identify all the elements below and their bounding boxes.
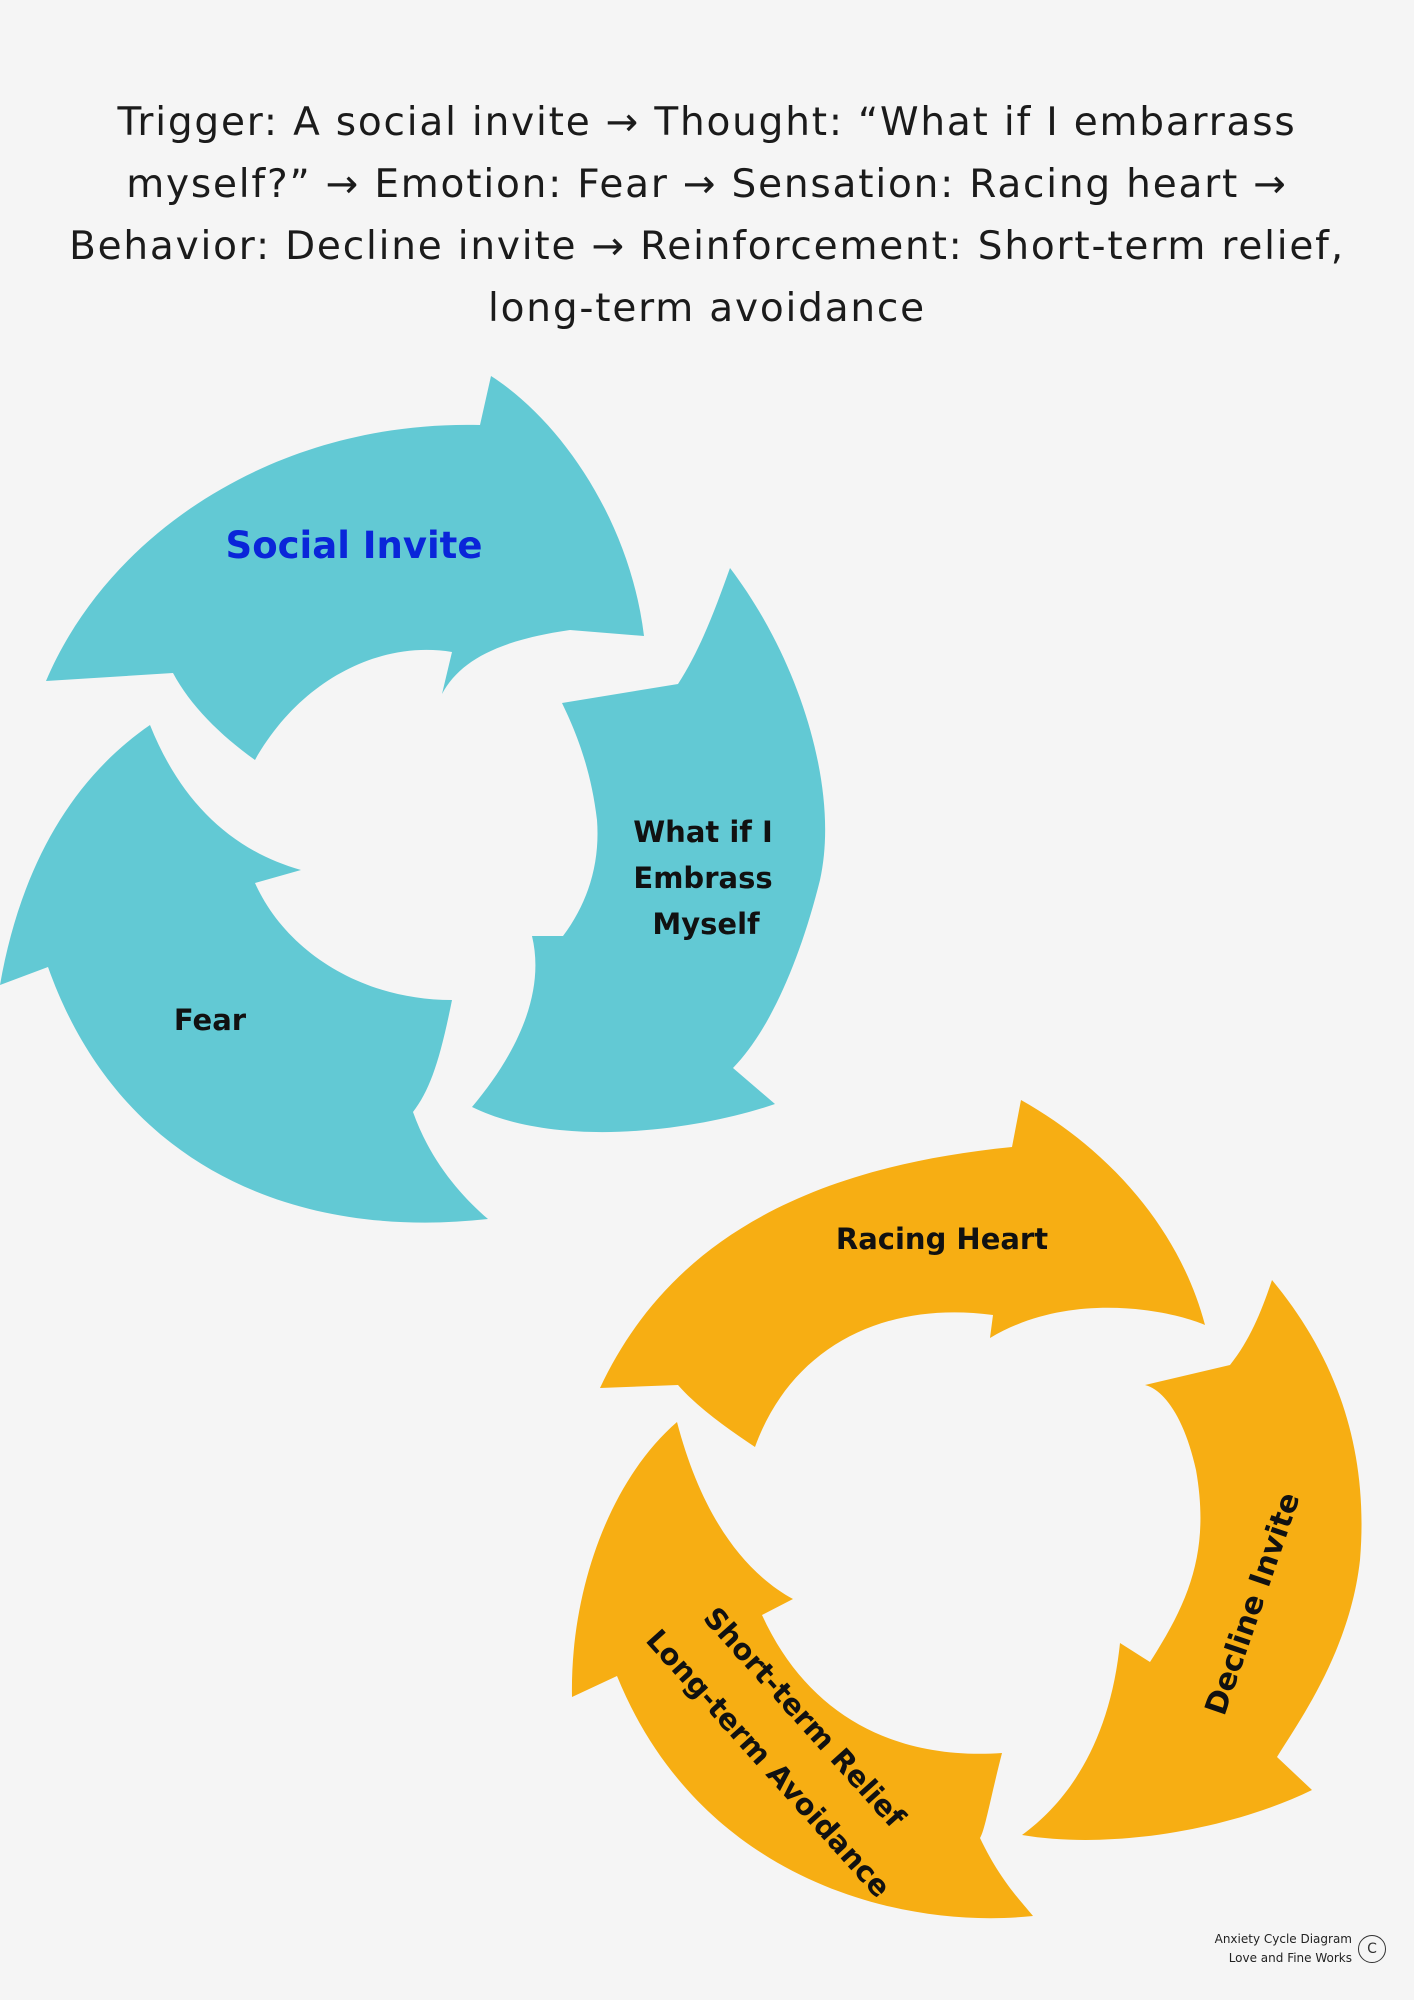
- credit-line-2: Love and Fine Works: [1228, 1951, 1352, 1965]
- arrow-short-term-relief: [571, 1422, 1033, 1919]
- arrow-racing-heart: [600, 1100, 1205, 1447]
- teal-cycle: [0, 376, 826, 1223]
- orange-cycle: [571, 1100, 1362, 1919]
- arrow-decline-invite: [1022, 1280, 1362, 1840]
- credit: Anxiety Cycle Diagram Love and Fine Work…: [1215, 1930, 1386, 1968]
- caption-line-1: Trigger: A social invite → Thought: “Wha…: [117, 100, 1297, 145]
- caption-line-2: myself?” → Emotion: Fear → Sensation: Ra…: [126, 162, 1288, 207]
- label-thought-line-3: Myself: [652, 907, 760, 941]
- label-social-invite: Social Invite: [226, 524, 483, 567]
- copyright-icon: C: [1358, 1935, 1386, 1963]
- caption: Trigger: A social invite → Thought: “Wha…: [30, 92, 1384, 340]
- label-fear: Fear: [174, 1003, 247, 1037]
- caption-line-4: long-term avoidance: [488, 286, 926, 331]
- label-racing-heart: Racing Heart: [836, 1222, 1048, 1256]
- credit-line-1: Anxiety Cycle Diagram: [1214, 1932, 1352, 1946]
- label-thought-line-2: Embrass: [633, 861, 772, 895]
- credit-text: Anxiety Cycle Diagram Love and Fine Work…: [1215, 1930, 1352, 1968]
- arrow-what-if: [472, 568, 826, 1133]
- caption-line-3: Behavior: Decline invite → Reinforcement…: [69, 224, 1345, 269]
- label-thought-line-1: What if I: [633, 815, 773, 849]
- arrow-social-invite: [46, 376, 644, 760]
- arrow-fear: [0, 725, 488, 1223]
